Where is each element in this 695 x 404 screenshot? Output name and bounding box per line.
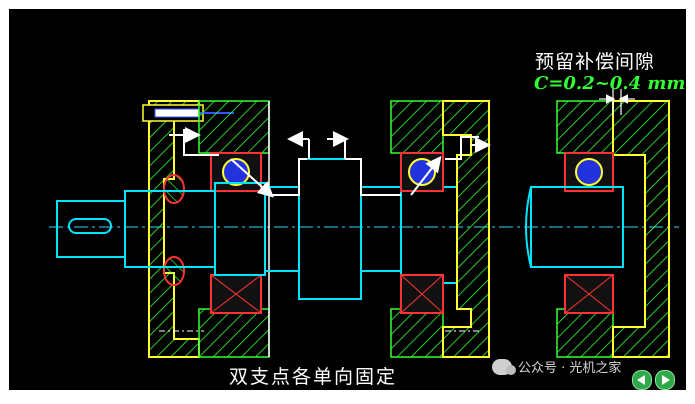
next-arrow-icon[interactable] — [655, 370, 675, 390]
left-seal-bottom — [163, 256, 185, 286]
wechat-icon — [492, 358, 516, 375]
prev-arrow-icon[interactable] — [632, 370, 652, 390]
right-housing — [556, 100, 670, 358]
watermark-text: 公众号 · 光机之家 — [518, 361, 622, 376]
diagram-frame: 预留补偿间隙 C=0.2~0.4 mm 双支点各单向固定 — [9, 9, 686, 390]
diagram-caption: 双支点各单向固定 — [229, 366, 398, 388]
right-bearing — [564, 152, 614, 314]
force-arrows — [169, 127, 491, 198]
left-housing — [198, 100, 270, 358]
left-seal-top — [163, 174, 185, 204]
clearance-title: 预留补偿间隙 — [535, 51, 656, 73]
clearance-dimension — [599, 89, 635, 115]
right-shaft — [525, 186, 624, 268]
clearance-formula: C=0.2~0.4 mm — [534, 73, 686, 94]
left-bearing — [210, 152, 262, 314]
middle-end-cap — [442, 100, 490, 358]
middle-housing — [390, 100, 444, 358]
watermark: 公众号 · 光机之家 — [492, 357, 621, 376]
bearing-assembly-diagram — [49, 89, 679, 358]
